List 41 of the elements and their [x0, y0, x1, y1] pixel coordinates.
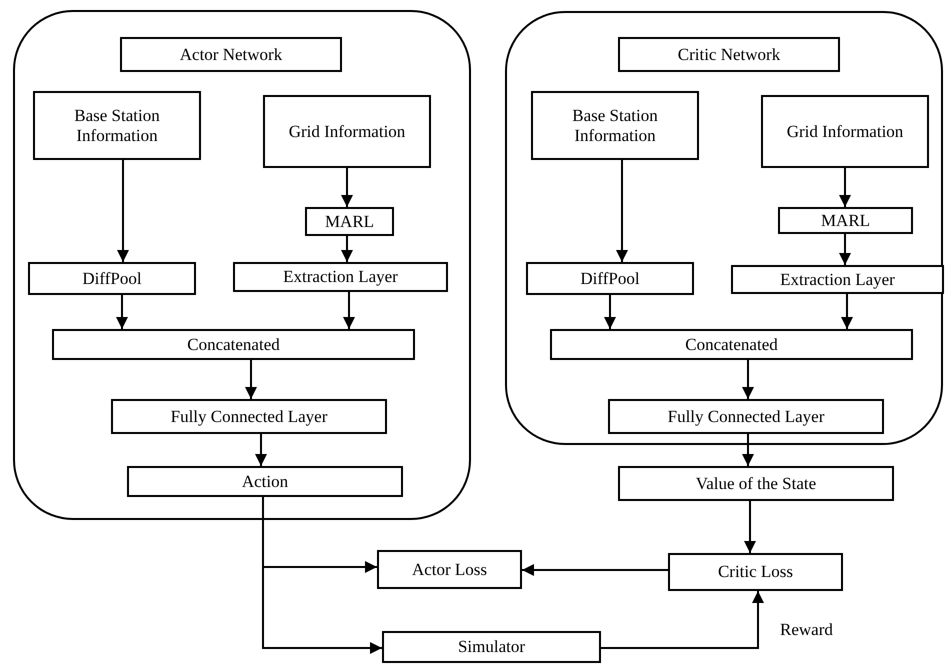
- process-box: Base Station Information: [531, 91, 699, 160]
- arrow: [262, 497, 382, 654]
- process-box: Fully Connected Layer: [111, 399, 387, 434]
- process-box: Actor Network: [120, 37, 342, 72]
- process-box: DiffPool: [526, 262, 694, 295]
- process-box: Extraction Layer: [233, 262, 448, 292]
- arrow: [742, 360, 754, 399]
- arrow: [116, 295, 128, 329]
- process-box: Action: [127, 466, 403, 497]
- process-box: MARL: [305, 207, 394, 236]
- process-box: Critic Loss: [668, 553, 843, 591]
- arrow: [601, 591, 764, 649]
- arrow: [616, 160, 628, 262]
- process-box: Value of the State: [618, 466, 894, 501]
- process-box: MARL: [778, 207, 913, 234]
- process-box: Concatenated: [550, 329, 913, 360]
- process-box: Fully Connected Layer: [608, 399, 884, 434]
- process-box: Extraction Layer: [731, 265, 944, 294]
- arrow: [117, 160, 129, 262]
- arrow: [341, 168, 353, 207]
- arrow: [742, 434, 754, 466]
- process-box: Grid Information: [263, 95, 431, 168]
- arrow: [841, 294, 853, 329]
- arrow: [245, 360, 257, 399]
- arrow: [839, 234, 851, 265]
- arrow: [255, 434, 267, 466]
- process-box: Concatenated: [52, 329, 415, 360]
- network-group-box: [13, 10, 471, 520]
- arrow: [522, 564, 668, 576]
- arrow: [343, 292, 355, 329]
- process-box: Simulator: [382, 631, 601, 663]
- process-box: Base Station Information: [33, 91, 201, 160]
- process-box: Actor Loss: [377, 550, 522, 589]
- process-box: DiffPool: [28, 262, 196, 295]
- process-box: Critic Network: [618, 37, 840, 72]
- process-box: Grid Information: [761, 95, 929, 168]
- arrow: [744, 501, 756, 553]
- network-group-box: [505, 11, 943, 445]
- arrow: [341, 236, 353, 262]
- arrow: [839, 168, 851, 207]
- arrow: [604, 295, 616, 329]
